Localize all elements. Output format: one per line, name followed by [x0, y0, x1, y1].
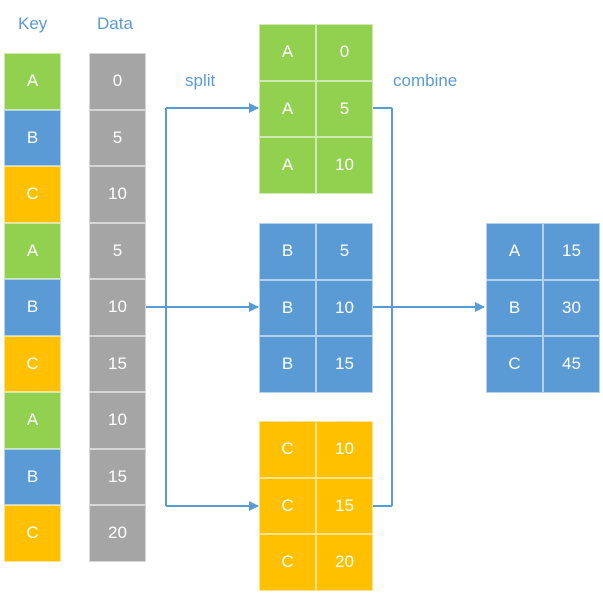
- group-key-cell: A: [259, 24, 316, 81]
- group-value-cell: 10: [316, 279, 373, 336]
- result-key-cell: C: [486, 336, 543, 393]
- group-value-cell: 15: [316, 477, 373, 534]
- group-key-cell: C: [259, 477, 316, 534]
- key-header: Key: [18, 14, 48, 33]
- key-cell: A: [4, 222, 61, 279]
- result-value-cell: 45: [543, 336, 600, 393]
- data-cell: 0: [89, 53, 146, 110]
- group-value-cell: 5: [316, 223, 373, 280]
- split-label: split: [185, 71, 216, 90]
- data-cell: 15: [89, 335, 146, 392]
- group-value-cell: 5: [316, 80, 373, 137]
- data-cell: 10: [89, 279, 146, 336]
- result-key-cell: A: [486, 223, 543, 280]
- group-value-cell: 0: [316, 24, 373, 81]
- key-cell: B: [4, 448, 61, 505]
- group-key-cell: A: [259, 80, 316, 137]
- key-cell: C: [4, 166, 61, 223]
- key-cell: C: [4, 505, 61, 562]
- group-key-cell: B: [259, 223, 316, 280]
- key-cell: C: [4, 335, 61, 392]
- group-value-cell: 15: [316, 336, 373, 393]
- group-key-cell: C: [259, 534, 316, 591]
- result-key-cell: B: [486, 279, 543, 336]
- key-cell: A: [4, 392, 61, 449]
- combine-arrows: [373, 107, 485, 507]
- key-cell: B: [4, 279, 61, 336]
- split-arrows: [146, 103, 259, 511]
- result-value-cell: 30: [543, 279, 600, 336]
- result-value-cell: 15: [543, 223, 600, 280]
- data-cell: 5: [89, 109, 146, 166]
- combine-label: combine: [393, 71, 458, 90]
- group-value-cell: 10: [316, 137, 373, 194]
- data-cell: 20: [89, 505, 146, 562]
- group-key-cell: B: [259, 279, 316, 336]
- data-cell: 15: [89, 448, 146, 505]
- group-key-cell: A: [259, 137, 316, 194]
- key-cell: A: [4, 53, 61, 110]
- data-cell: 10: [89, 166, 146, 223]
- key-cell: B: [4, 109, 61, 166]
- group-value-cell: 10: [316, 421, 373, 478]
- group-key-cell: B: [259, 336, 316, 393]
- data-cell: 5: [89, 222, 146, 279]
- data-header: Data: [97, 14, 133, 33]
- group-key-cell: C: [259, 421, 316, 478]
- group-value-cell: 20: [316, 534, 373, 591]
- data-cell: 10: [89, 392, 146, 449]
